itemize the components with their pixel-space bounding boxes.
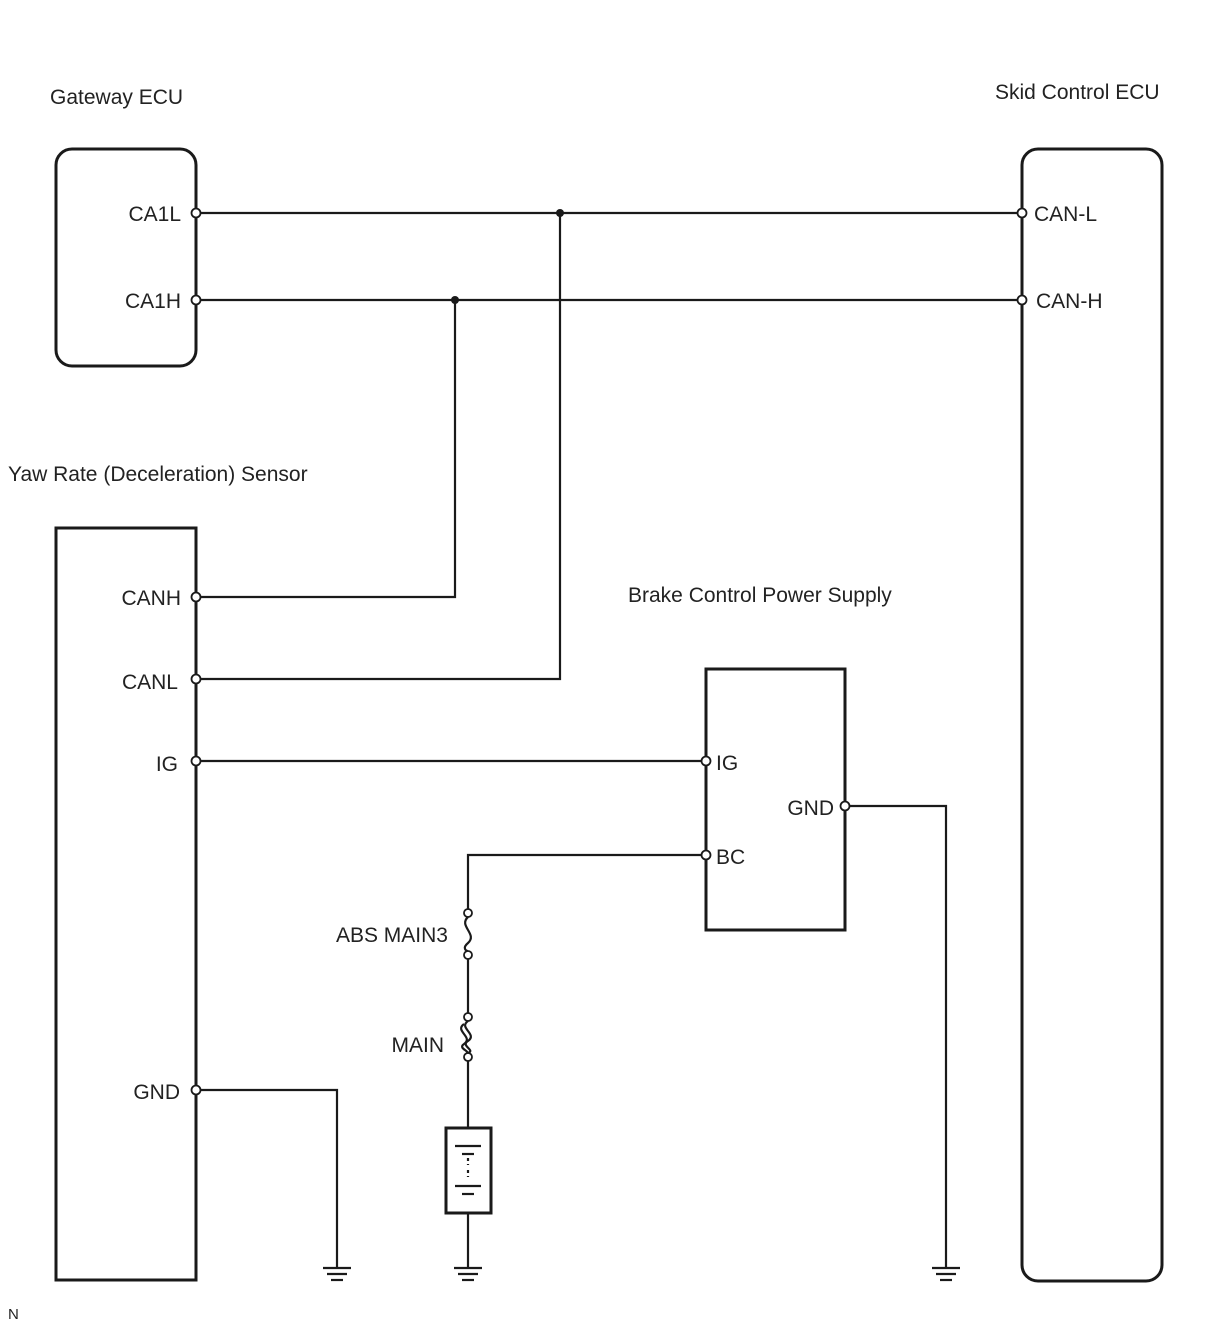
pin-label-canh: CANH <box>121 587 181 610</box>
terminal <box>700 849 712 861</box>
pin-label-can-h: CAN-H <box>1036 290 1103 313</box>
terminal <box>190 294 202 306</box>
brake-control-power-supply-box <box>704 667 847 932</box>
main-fuse <box>460 1012 473 1062</box>
terminal <box>190 207 202 219</box>
yaw-rate-sensor-box <box>54 526 198 1282</box>
terminal <box>190 755 202 767</box>
can-h-junction <box>451 296 459 304</box>
pin-label-supply-gnd: GND <box>787 797 834 820</box>
pin-label-supply-ig: IG <box>716 752 738 775</box>
ground-icon <box>932 1266 960 1282</box>
battery-icon <box>444 1126 493 1215</box>
sensor-gnd-wire <box>196 1088 339 1268</box>
pin-label-ca1h: CA1H <box>125 290 181 313</box>
bc-wire <box>466 853 706 913</box>
pin-label-canl: CANL <box>122 671 178 694</box>
pin-label-gnd: GND <box>133 1081 180 1104</box>
fuse-label-main: MAIN <box>392 1034 445 1057</box>
canh-branch-wire <box>196 300 457 599</box>
yaw-rate-sensor-title: Yaw Rate (Deceleration) Sensor <box>8 463 308 486</box>
fuse-label-abs-main3: ABS MAIN3 <box>336 924 448 947</box>
terminal <box>839 800 851 812</box>
pin-label-supply-bc: BC <box>716 846 745 869</box>
pin-label-ig: IG <box>156 753 178 776</box>
terminal <box>190 591 202 603</box>
skid-control-ecu-title: Skid Control ECU <box>995 81 1160 104</box>
pin-label-ca1l: CA1L <box>128 203 181 226</box>
can-l-junction <box>556 209 564 217</box>
ground-icon <box>454 1266 482 1282</box>
terminal <box>1016 294 1028 306</box>
terminal <box>1016 207 1028 219</box>
footer-mark: N <box>8 1306 19 1323</box>
gateway-ecu-title: Gateway ECU <box>50 86 183 109</box>
terminal <box>190 1084 202 1096</box>
terminal <box>190 673 202 685</box>
pin-label-can-l: CAN-L <box>1034 203 1097 226</box>
skid-control-ecu-box <box>1020 147 1164 1283</box>
supply-gnd-wire <box>845 804 948 1268</box>
gateway-ecu-box <box>54 147 198 368</box>
abs-main3-fuse <box>463 908 473 960</box>
terminal <box>700 755 712 767</box>
ground-icon <box>323 1266 351 1282</box>
brake-control-power-supply-title: Brake Control Power Supply <box>628 584 892 607</box>
canl-branch-wire <box>196 213 562 681</box>
